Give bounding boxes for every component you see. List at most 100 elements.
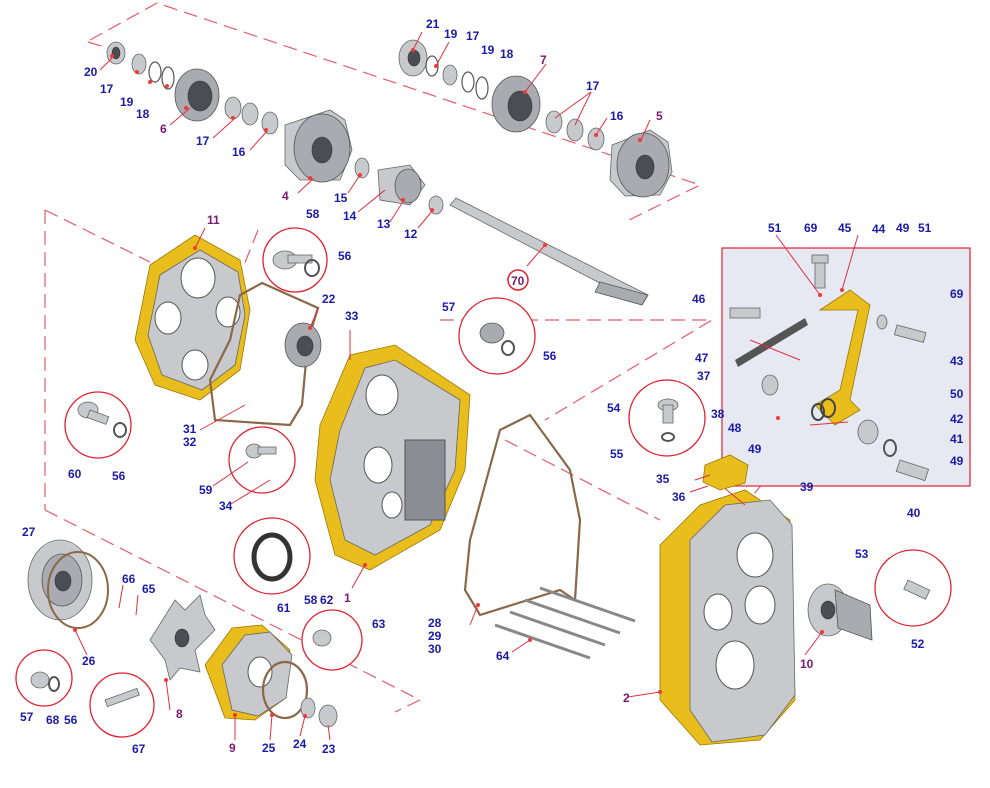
housing-9	[204, 624, 293, 721]
label-16: 16	[610, 109, 624, 123]
label-69: 69	[804, 221, 818, 235]
label-16: 16	[232, 145, 246, 159]
label-18: 18	[500, 47, 514, 61]
label-63: 63	[372, 617, 386, 631]
converter-27	[27, 539, 109, 629]
label-41: 41	[950, 432, 964, 446]
label-40: 40	[907, 506, 921, 520]
label-1: 1	[344, 591, 351, 605]
flange-10	[807, 583, 873, 641]
label-37: 37	[697, 369, 711, 383]
label-19: 19	[444, 27, 458, 41]
label-39: 39	[800, 480, 814, 494]
label-52: 52	[911, 637, 925, 651]
label-17: 17	[586, 79, 600, 93]
label-57: 57	[20, 710, 34, 724]
label-17: 17	[466, 29, 480, 43]
label-46: 46	[692, 292, 706, 306]
label-51: 51	[918, 221, 932, 235]
washer-24	[300, 697, 316, 719]
label-12: 12	[404, 227, 418, 241]
label-48: 48	[728, 421, 742, 435]
gasket-25	[261, 660, 309, 720]
label-20: 20	[84, 65, 98, 79]
housing-2	[659, 489, 796, 746]
panel-leader	[721, 485, 746, 506]
label-18: 18	[136, 107, 150, 121]
label-42: 42	[950, 412, 964, 426]
part-labels: 21 19 17 19 18 7 17 16 5 20 17 19 18 6 1…	[20, 17, 964, 756]
label-58: 58	[306, 207, 320, 221]
leader-lines	[74, 31, 859, 741]
label-49: 49	[950, 454, 964, 468]
label-4: 4	[282, 189, 289, 203]
label-56: 56	[112, 469, 126, 483]
label-38: 38	[711, 407, 725, 421]
label-61: 61	[277, 601, 291, 615]
block-35	[702, 454, 749, 491]
label-45: 45	[838, 221, 852, 235]
label-8: 8	[176, 707, 183, 721]
label-58: 58	[304, 593, 318, 607]
label-5: 5	[656, 109, 663, 123]
gear-assembly-right	[398, 39, 673, 198]
label-31: 31	[183, 422, 197, 436]
label-22: 22	[322, 292, 336, 306]
label-23: 23	[322, 742, 336, 756]
label-56: 56	[338, 249, 352, 263]
label-29: 29	[428, 629, 442, 643]
label-33: 33	[345, 309, 359, 323]
label-53: 53	[855, 547, 869, 561]
label-51: 51	[768, 221, 782, 235]
label-7: 7	[540, 53, 547, 67]
callout-contents	[30, 250, 931, 708]
marker-dots	[73, 48, 844, 718]
gasket-31	[208, 281, 320, 427]
label-55: 55	[610, 447, 624, 461]
label-59: 59	[199, 483, 213, 497]
gasket-28	[463, 413, 582, 617]
label-11: 11	[207, 213, 220, 227]
label-17: 17	[100, 82, 114, 96]
label-19: 19	[481, 43, 495, 57]
rods-64	[494, 586, 636, 660]
label-27: 27	[22, 525, 36, 539]
label-57: 57	[442, 300, 456, 314]
label-6: 6	[160, 122, 167, 136]
label-56: 56	[543, 349, 557, 363]
label-44: 44	[872, 222, 886, 236]
label-15: 15	[334, 191, 348, 205]
label-64: 64	[496, 649, 510, 663]
label-13: 13	[377, 217, 391, 231]
label-35: 35	[656, 472, 670, 486]
label-65: 65	[142, 582, 156, 596]
highlight-ring-70	[507, 269, 529, 291]
label-30: 30	[428, 642, 442, 656]
label-36: 36	[672, 490, 686, 504]
label-17: 17	[196, 134, 210, 148]
label-67: 67	[132, 742, 146, 756]
label-70: 70	[511, 274, 525, 288]
label-62: 62	[320, 593, 334, 607]
main-shaft	[449, 197, 649, 306]
label-24: 24	[293, 737, 307, 751]
label-2: 2	[623, 691, 630, 705]
label-26: 26	[82, 654, 96, 668]
label-19: 19	[120, 95, 134, 109]
label-60: 60	[68, 467, 82, 481]
lever-assembly-panel	[721, 247, 971, 487]
label-56: 56	[64, 713, 78, 727]
label-49: 49	[748, 442, 762, 456]
label-49: 49	[896, 221, 910, 235]
gear-22	[284, 322, 322, 368]
cover-11	[134, 234, 251, 401]
label-69: 69	[950, 287, 964, 301]
label-25: 25	[262, 741, 276, 755]
label-14: 14	[343, 209, 357, 223]
label-54: 54	[607, 401, 621, 415]
label-34: 34	[219, 499, 233, 513]
housing-1	[314, 344, 471, 571]
label-21: 21	[426, 17, 440, 31]
label-10: 10	[800, 657, 814, 671]
